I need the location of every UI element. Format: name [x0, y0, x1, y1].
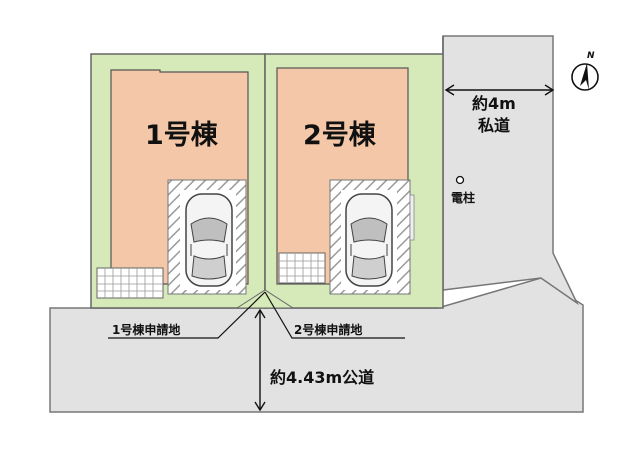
lot-2-fence	[409, 194, 415, 241]
utility-pole-label: 電柱	[451, 190, 475, 205]
application-leader-lines	[108, 291, 405, 339]
public-road-label: 約4.43m公道	[270, 368, 374, 387]
private-road-area	[442, 35, 579, 306]
lot-1-paving	[96, 267, 164, 299]
lot-2-application-label: 2号棟申請地	[294, 322, 362, 337]
access-flag-strip	[235, 289, 295, 309]
public-road-width-arrow	[254, 308, 266, 412]
private-road-type-label: 私道	[478, 116, 510, 135]
utility-pole-icon	[455, 175, 465, 185]
north-arrow-icon	[571, 63, 599, 91]
private-road-width-arrow	[444, 84, 555, 96]
lot-1-application-label: 1号棟申請地	[112, 322, 180, 337]
building-2-label: 2号棟	[303, 120, 377, 151]
lot-1-car-icon	[185, 193, 233, 287]
lot-2-car-icon	[345, 193, 393, 287]
lot-2-paving	[278, 252, 326, 284]
private-road-width-label: 約4m	[472, 94, 516, 113]
north-label: N	[587, 51, 595, 61]
building-1-label: 1号棟	[145, 120, 219, 151]
